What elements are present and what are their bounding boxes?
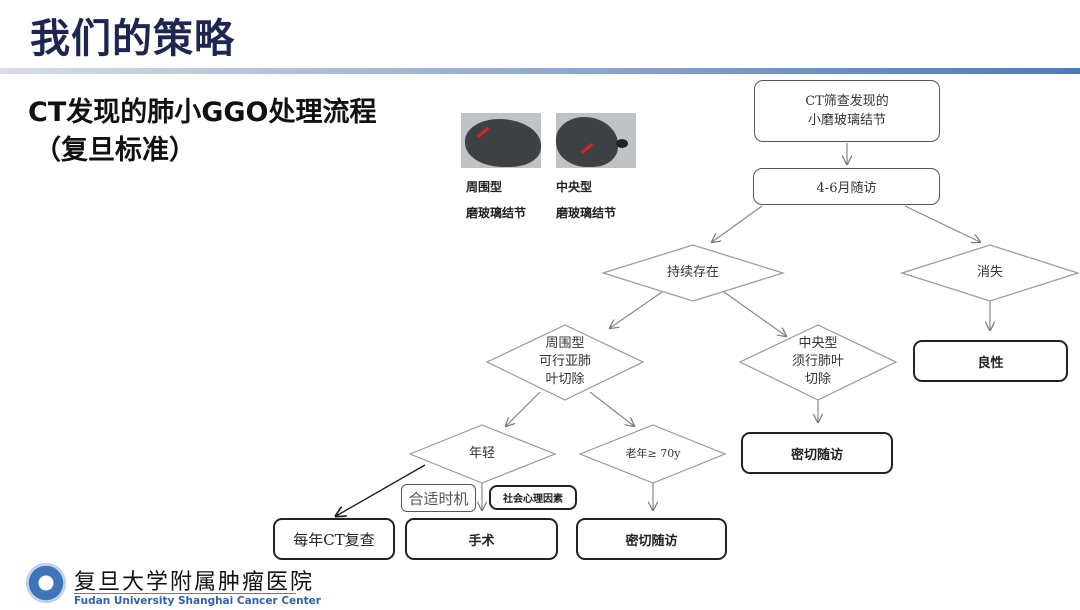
logo-divider — [74, 593, 296, 594]
elderly-followup-box: 密切随访 — [576, 518, 727, 560]
subtitle: CT发现的肺小GGO处理流程 — [28, 97, 377, 128]
arrow — [506, 391, 541, 426]
followup-box: 4-6月随访 — [753, 168, 940, 205]
slide-title: 我们的策略 — [30, 16, 235, 62]
start-box: CT筛查发现的 小磨玻璃结节 — [754, 80, 940, 142]
central-text: 切除 — [804, 372, 832, 387]
central-followup-box: 密切随访 — [741, 432, 893, 474]
annual-ct-box: 每年CT复查 — [273, 518, 395, 560]
elderly-label: 老年≥ 70y — [625, 447, 681, 460]
peripheral-text: 可行亚肺 — [538, 354, 592, 369]
disappear-label: 消失 — [976, 265, 1004, 280]
bronchus-mark — [616, 139, 628, 148]
ct-image-peripheral — [461, 113, 541, 168]
image-label-line: 磨玻璃结节 — [466, 206, 527, 220]
surgery-box: 手术 — [405, 518, 558, 560]
diamond-central — [738, 324, 898, 401]
arrow — [712, 205, 763, 242]
peripheral-text: 叶切除 — [545, 372, 585, 387]
start-text: 小磨玻璃结节 — [807, 113, 886, 128]
peripheral-label: 周围型 可行亚肺 叶切除 — [539, 335, 591, 389]
diamond-elderly — [578, 424, 727, 484]
peripheral-text: 周围型 — [545, 336, 585, 351]
young-label: 年轻 — [468, 446, 496, 461]
hospital-logo-icon — [26, 563, 66, 603]
diamond-peripheral — [485, 324, 645, 401]
arrow — [610, 291, 663, 328]
title-divider-bar — [0, 68, 1080, 74]
image-label-line: 磨玻璃结节 — [556, 206, 617, 220]
image-label-line: 周围型 — [466, 180, 503, 194]
image-label-line: 中央型 — [556, 180, 593, 194]
subtitle-note: （复旦标准） — [34, 135, 196, 166]
image-label: 周围型 磨玻璃结节 — [466, 174, 526, 226]
arrow — [589, 391, 634, 426]
logo-english-name: Fudan University Shanghai Cancer Center — [74, 595, 321, 607]
arrow — [904, 205, 980, 242]
start-text: CT筛查发现的 — [805, 94, 889, 109]
benign-box: 良性 — [913, 340, 1068, 382]
diamond-persist — [600, 244, 786, 302]
logo-chinese-name: 复旦大学附属肿瘤医院 — [74, 570, 315, 595]
timing-box: 合适时机 — [401, 484, 476, 512]
arrow — [723, 291, 786, 336]
psych-box: 社会心理因素 — [489, 485, 577, 510]
central-label: 中央型 须行肺叶 切除 — [792, 335, 844, 389]
central-text: 中央型 — [798, 336, 838, 351]
central-text: 须行肺叶 — [791, 354, 845, 369]
arrow — [336, 464, 426, 516]
persist-label: 持续存在 — [666, 265, 720, 280]
diamond-young — [408, 424, 557, 484]
ct-image-central — [556, 113, 636, 168]
image-label: 中央型 磨玻璃结节 — [556, 174, 616, 226]
diamond-disappear — [900, 244, 1080, 302]
